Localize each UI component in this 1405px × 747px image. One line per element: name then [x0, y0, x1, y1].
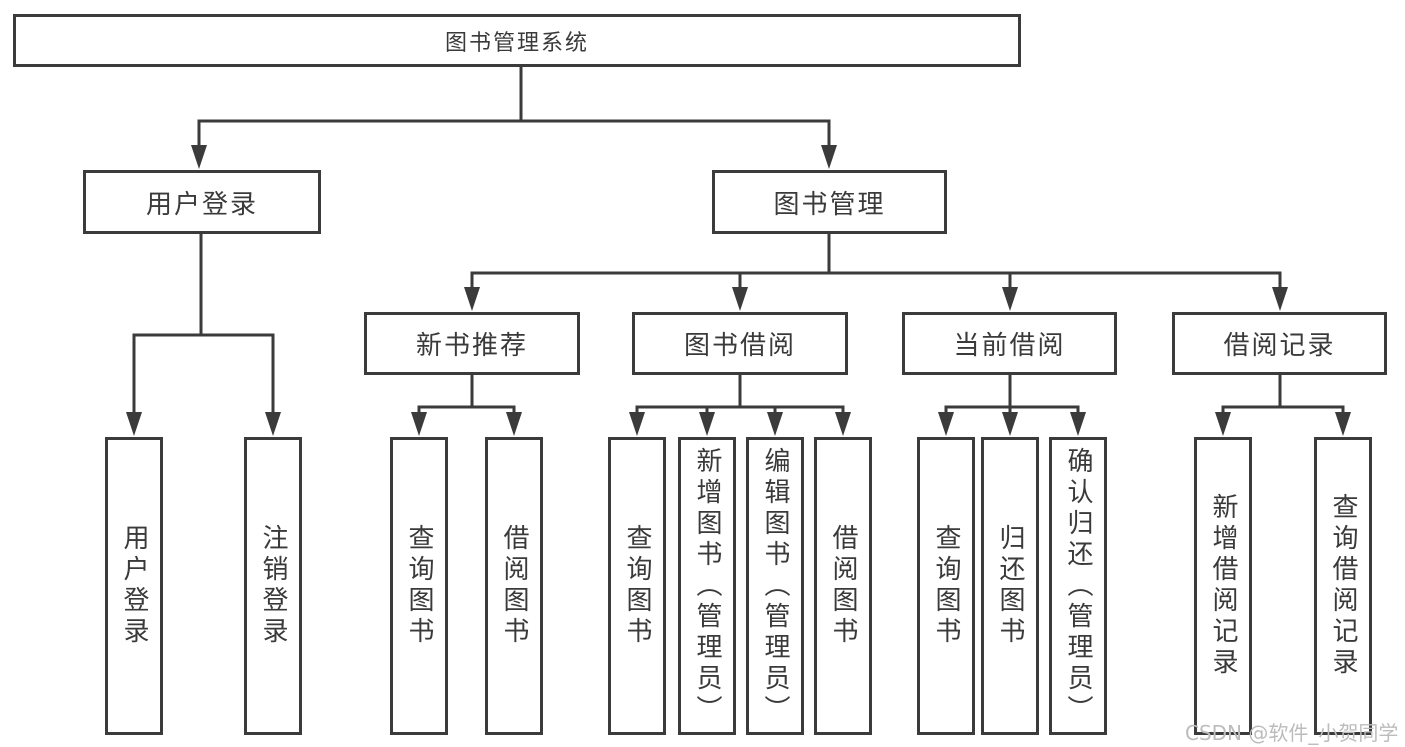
node-user-login-branch: 用户登录	[83, 170, 321, 234]
leaf-query-books-recommend-label: 查询图书	[404, 524, 434, 648]
node-borrow-records: 借阅记录	[1172, 312, 1387, 375]
leaf-borrow-books-borrowing: 借阅图书	[814, 437, 872, 735]
arrowheads	[126, 145, 1351, 436]
leaf-query-borrow-record-label: 查询借阅记录	[1328, 493, 1358, 679]
leaf-confirm-return-admin-label: 确认归还（管理员）	[1063, 446, 1093, 726]
leaf-query-books-borrowing: 查询图书	[608, 437, 666, 735]
leaf-query-books-current: 查询图书	[917, 437, 975, 735]
node-new-book-recommend-label: 新书推荐	[415, 331, 528, 361]
leaf-query-books-current-label: 查询图书	[931, 524, 961, 648]
node-user-login-branch-label: 用户登录	[145, 189, 258, 220]
leaf-user-login-label: 用户登录	[119, 524, 149, 648]
node-borrow-records-label: 借阅记录	[1223, 331, 1336, 361]
node-system-root-label: 图书管理系统	[444, 30, 589, 56]
leaf-borrow-books-recommend: 借阅图书	[485, 437, 543, 735]
node-book-borrowing: 图书借阅	[632, 312, 848, 375]
leaf-add-books-admin-label: 新增图书（管理员）	[692, 446, 722, 726]
leaf-logout-label: 注销登录	[258, 524, 288, 648]
node-book-borrowing-label: 图书借阅	[683, 331, 796, 361]
leaf-return-books: 归还图书	[981, 437, 1039, 735]
leaf-add-books-admin: 新增图书（管理员）	[678, 437, 736, 735]
node-new-book-recommend: 新书推荐	[364, 312, 580, 375]
leaf-logout: 注销登录	[244, 437, 302, 735]
leaf-confirm-return-admin: 确认归还（管理员）	[1049, 437, 1107, 735]
node-book-management: 图书管理	[712, 170, 947, 234]
csdn-watermark: CSDN @软件_小贺同学	[1185, 721, 1399, 745]
leaf-add-borrow-record: 新增借阅记录	[1194, 437, 1252, 735]
node-current-borrowing: 当前借阅	[902, 312, 1117, 375]
node-system-root: 图书管理系统	[13, 14, 1021, 67]
leaf-query-books-recommend: 查询图书	[390, 437, 448, 735]
leaf-query-books-borrowing-label: 查询图书	[622, 524, 652, 648]
leaf-borrow-books-recommend-label: 借阅图书	[499, 524, 529, 648]
leaf-edit-books-admin-label: 编辑图书（管理员）	[760, 446, 790, 726]
leaf-add-borrow-record-label: 新增借阅记录	[1208, 493, 1238, 679]
leaf-borrow-books-borrowing-label: 借阅图书	[828, 524, 858, 648]
leaf-query-borrow-record: 查询借阅记录	[1314, 437, 1372, 735]
leaf-edit-books-admin: 编辑图书（管理员）	[746, 437, 804, 735]
node-book-management-label: 图书管理	[773, 189, 886, 220]
leaf-return-books-label: 归还图书	[995, 524, 1025, 648]
node-current-borrowing-label: 当前借阅	[953, 331, 1066, 361]
leaf-user-login: 用户登录	[105, 437, 163, 735]
